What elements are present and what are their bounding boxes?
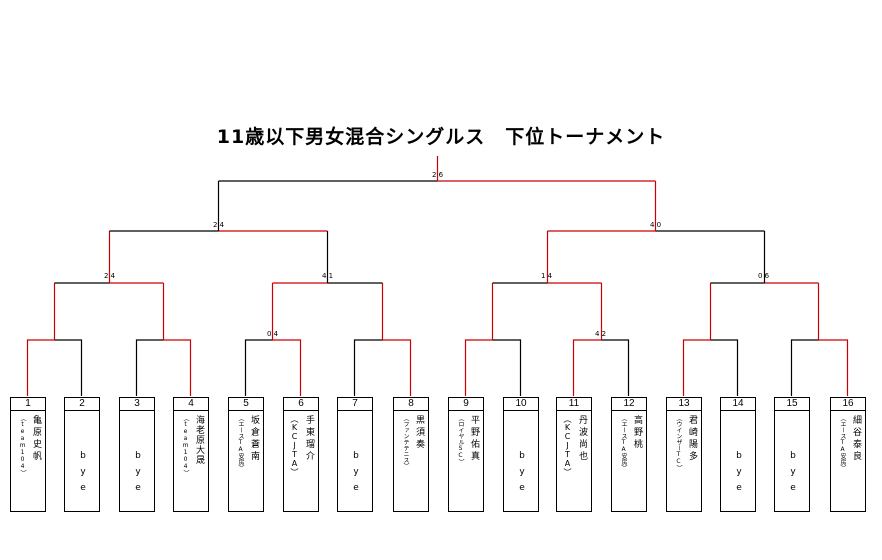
player-name: bye: [517, 451, 527, 499]
score-r1-3: 0 4: [267, 330, 279, 338]
player-club: （KCJTA）: [563, 415, 572, 476]
player-number: 12: [611, 397, 647, 410]
player-club: （KCJTA）: [290, 415, 299, 476]
page-title: 11歳以下男女混合シングルス 下位トーナメント: [216, 126, 666, 148]
player-name: 細谷泰良: [851, 415, 861, 463]
player-name: bye: [78, 451, 88, 499]
player-club: （エースTA安房）: [839, 415, 846, 471]
player-slot-12: 12 （エースTA安房） 高野桃: [611, 397, 647, 512]
score-qf-1: 2 4: [104, 272, 116, 280]
score-final: 2 6: [432, 171, 444, 179]
player-name: 黒須奏: [414, 415, 424, 451]
player-name: 平野佑真: [469, 415, 479, 463]
player-number: 3: [119, 397, 155, 410]
player-number: 14: [720, 397, 756, 410]
score-semi-right: 4 0: [650, 221, 662, 229]
player-number: 8: [393, 397, 429, 410]
player-number: 7: [337, 397, 373, 410]
player-number: 9: [448, 397, 484, 410]
player-number: 16: [830, 397, 866, 410]
score-semi-left: 2 4: [213, 221, 225, 229]
score-qf-2: 4 1: [322, 272, 334, 280]
player-slot-11: 11 （KCJTA） 丹波尚也: [556, 397, 592, 512]
player-name: 高野桃: [632, 415, 642, 451]
player-name: 亀原史帆: [31, 415, 41, 463]
player-number: 13: [666, 397, 702, 410]
player-number: 5: [228, 397, 264, 410]
player-number: 15: [774, 397, 810, 410]
player-number: 4: [173, 397, 209, 410]
player-name: 丹波尚也: [577, 415, 587, 463]
player-slot-4: 4 （team104） 海老原大晟: [173, 397, 209, 512]
player-name: bye: [788, 451, 798, 499]
player-slot-13: 13 （ウインザーTC） 君崎陽多: [666, 397, 702, 512]
player-number: 2: [64, 397, 100, 410]
player-club: （エースTA安房）: [237, 415, 244, 471]
player-number: 6: [283, 397, 319, 410]
player-name: 君崎陽多: [687, 415, 697, 463]
player-slot-6: 6 （KCJTA） 手東瑠介: [283, 397, 319, 512]
player-slot-2: 2 bye: [64, 397, 100, 512]
score-qf-3: 1 4: [541, 272, 553, 280]
player-slot-10: 10 bye: [503, 397, 539, 512]
player-name: bye: [133, 451, 143, 499]
player-slot-16: 16 （エースTA安房） 細谷泰良: [830, 397, 866, 512]
player-slot-1: 1 （team104） 亀原史帆: [10, 397, 46, 512]
player-name: 海老原大晟: [194, 415, 204, 465]
player-club: （ロイヤルSC）: [457, 415, 464, 465]
player-club: （team104）: [182, 415, 189, 476]
player-slot-9: 9 （ロイヤルSC） 平野佑真: [448, 397, 484, 512]
player-name: 坂倉蒼南: [249, 415, 259, 463]
score-qf-4: 0 6: [758, 272, 770, 280]
player-club: （ファンテテニス）: [402, 415, 409, 469]
player-slot-15: 15 bye: [774, 397, 810, 512]
player-slot-5: 5 （エースTA安房） 坂倉蒼南: [228, 397, 264, 512]
score-r1-6: 4 2: [595, 330, 607, 338]
player-number: 10: [503, 397, 539, 410]
player-club: （エースTA安房）: [620, 415, 627, 471]
player-name: bye: [351, 451, 361, 499]
player-name: bye: [734, 451, 744, 499]
player-number: 1: [10, 397, 46, 410]
player-slot-14: 14 bye: [720, 397, 756, 512]
player-number: 11: [556, 397, 592, 410]
player-name: 手東瑠介: [304, 415, 314, 463]
player-slot-3: 3 bye: [119, 397, 155, 512]
player-club: （ウインザーTC）: [675, 415, 682, 471]
player-club: （team104）: [19, 415, 26, 476]
player-slot-7: 7 bye: [337, 397, 373, 512]
player-slot-8: 8 （ファンテテニス） 黒須奏: [393, 397, 429, 512]
